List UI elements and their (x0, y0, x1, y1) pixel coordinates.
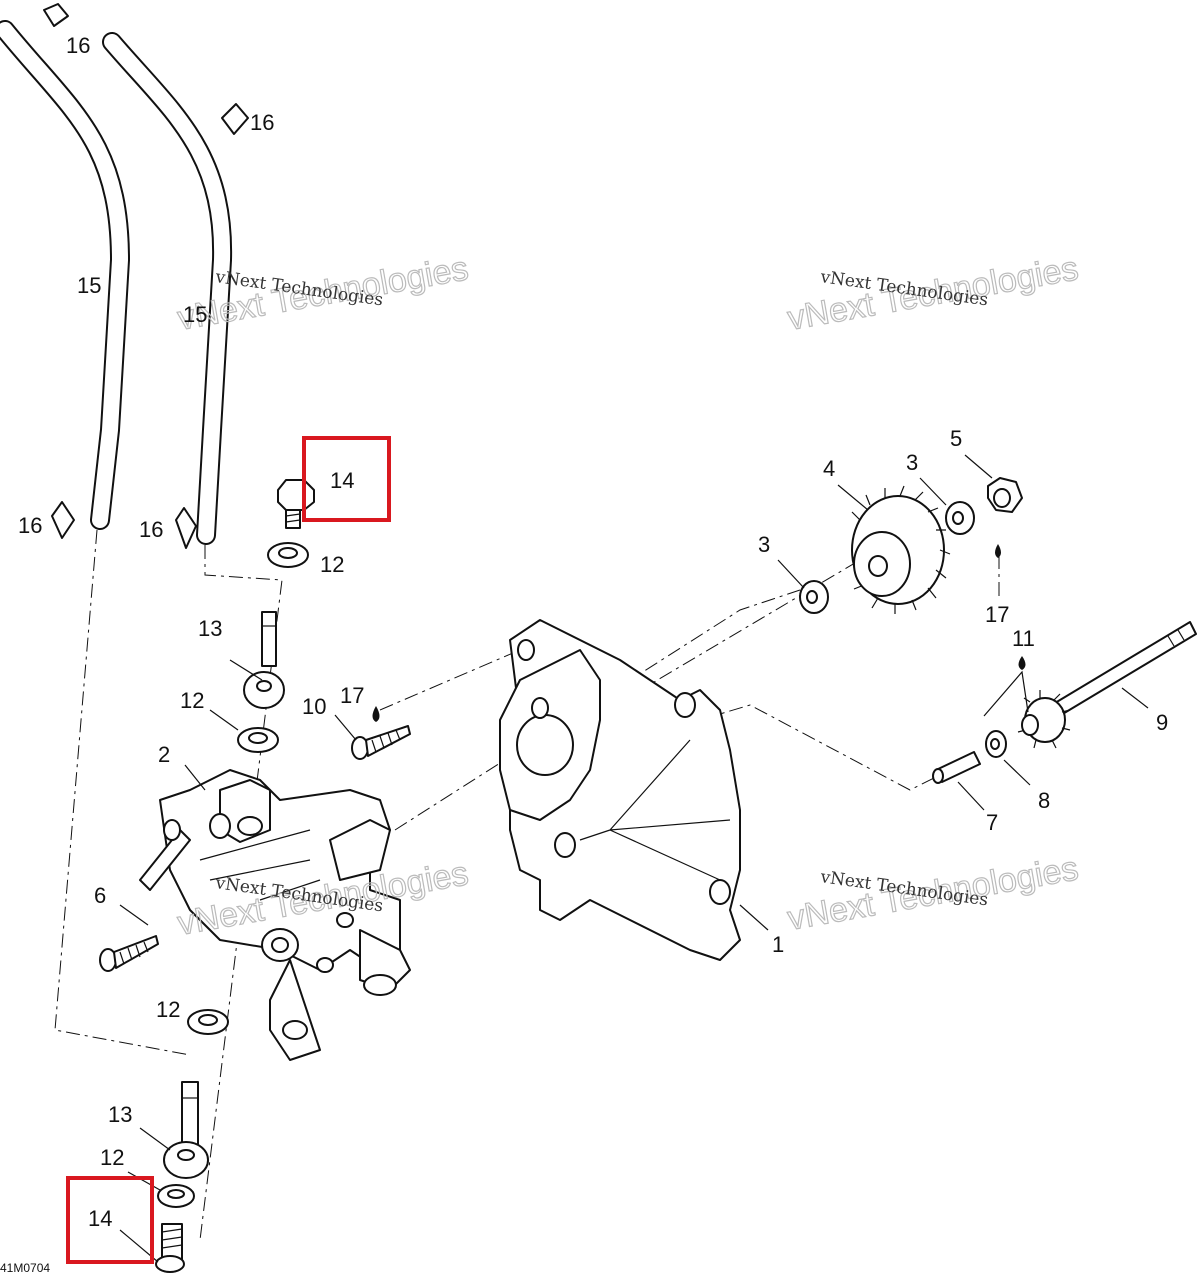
pump-cover-1 (499, 619, 741, 961)
oil-line-left (0, 20, 131, 530)
sealant-drop-17-top (995, 544, 1001, 558)
callout-1: 1 (772, 932, 784, 957)
callout-15: 15 (183, 302, 207, 327)
fitting-13-top (243, 611, 285, 709)
washer-3-b (799, 580, 829, 614)
washer-8 (985, 730, 1007, 758)
watermark-2: vNext Technologies vNext Technologies (784, 249, 1082, 339)
callout-9: 9 (1156, 710, 1168, 735)
callout-16: 16 (18, 513, 42, 538)
clamp-16-top-left (43, 3, 69, 27)
clamp-16-mid-left (51, 501, 75, 539)
callout-12: 12 (180, 688, 204, 713)
fitting-13-bottom (163, 1081, 209, 1179)
callout-2: 2 (158, 742, 170, 767)
callout-8: 8 (1038, 788, 1050, 813)
callout-4: 4 (823, 456, 835, 481)
pin-7 (932, 751, 981, 784)
callout-11: 11 (1012, 626, 1035, 651)
drawing-code: 41M0704 (0, 1261, 50, 1274)
oil-line-right (102, 32, 233, 545)
nut-5 (987, 477, 1023, 513)
callout-16: 16 (66, 33, 90, 58)
screw-10 (351, 725, 411, 760)
callout-labels: 16 16 16 16 15 15 14 12 13 12 10 17 2 6 … (18, 33, 1168, 1231)
leader-lines (119, 454, 1149, 1263)
callout-6: 6 (94, 883, 106, 908)
callout-15: 15 (77, 273, 101, 298)
banjo-bolt-14-bottom (155, 1223, 185, 1273)
callout-5: 5 (950, 426, 962, 451)
sealant-drop-17-left (372, 706, 380, 722)
screw-6 (99, 935, 159, 972)
callout-12: 12 (320, 552, 344, 577)
callout-12: 12 (100, 1145, 124, 1170)
washer-12-d (157, 1184, 195, 1208)
clamp-16-top-right (221, 103, 249, 135)
callout-17: 17 (340, 683, 364, 708)
grease-drop-11 (1018, 656, 1026, 670)
washer-12-b (237, 727, 279, 753)
callout-13: 13 (198, 616, 222, 641)
shaft-9 (983, 621, 1197, 749)
washer-12-a (267, 542, 309, 568)
callout-3: 3 (758, 532, 770, 557)
gear-4 (851, 485, 951, 614)
clamp-16-mid-right (175, 507, 197, 549)
callout-16: 16 (250, 110, 274, 135)
callout-13: 13 (108, 1102, 132, 1127)
callout-17: 17 (985, 602, 1009, 627)
highlight-box-14-top (302, 436, 391, 522)
highlight-box-14-bottom (66, 1176, 154, 1264)
callout-14: 14 (88, 1206, 112, 1231)
callout-10: 10 (302, 694, 326, 719)
callout-3: 3 (906, 450, 918, 475)
watermark-4: vNext Technologies vNext Technologies (784, 849, 1082, 939)
oil-pump-2 (139, 769, 411, 1061)
washer-3-a (945, 501, 975, 535)
washer-12-c (187, 1009, 229, 1035)
callout-14: 14 (330, 468, 354, 493)
callout-12: 12 (156, 997, 180, 1022)
callout-7: 7 (986, 810, 998, 835)
callout-16: 16 (139, 517, 163, 542)
